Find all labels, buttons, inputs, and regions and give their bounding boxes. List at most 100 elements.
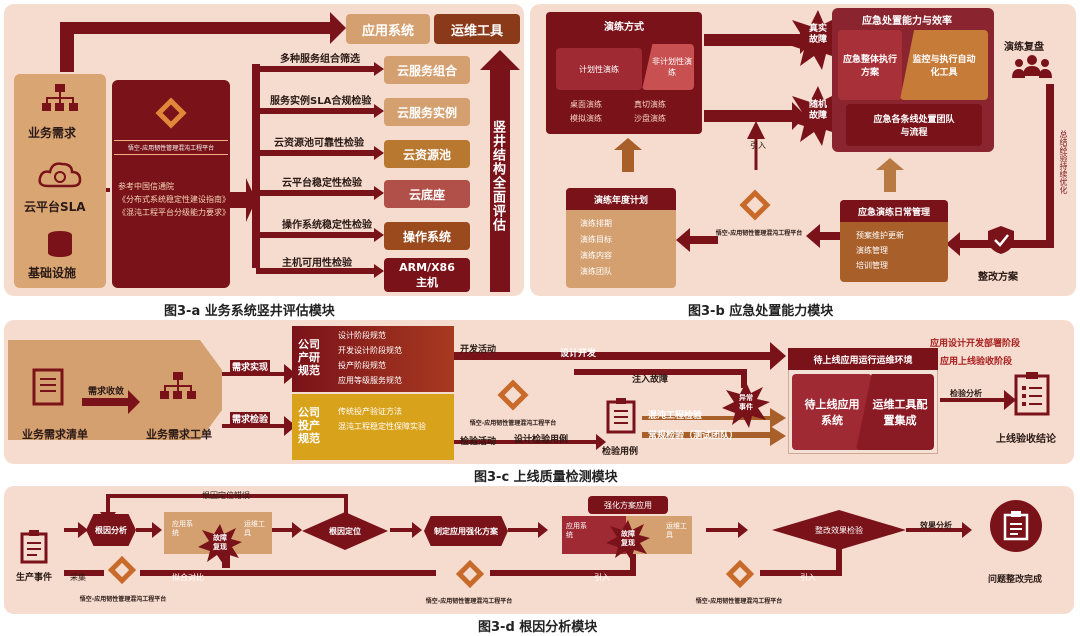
daily-items: 预案维护更新 演练管理 培训管理 xyxy=(856,228,904,273)
target-box: 云资源池 xyxy=(384,140,470,168)
caption-b: 图3-b 应急处置能力模块 xyxy=(688,304,834,319)
inject-label-d3: 引入 xyxy=(800,573,816,582)
review-label: 演练复盘 xyxy=(1004,42,1044,53)
side-text: 总结经验持续优化 xyxy=(1059,130,1068,194)
drill-kind: 模拟演练 xyxy=(570,114,602,123)
ref-item: 《分布式系统稳定性建设指南》 xyxy=(118,195,230,204)
req-check-label: 需求检验 xyxy=(230,412,271,425)
check-label: 操作系统稳定性检验 xyxy=(282,220,372,231)
checklist-icon xyxy=(1003,511,1029,541)
design-cases-label: 设计检验用例 xyxy=(514,435,569,445)
left-item-cloud-sla: 云平台SLA xyxy=(24,200,86,214)
plan-type-unplanned: 非计划性演练 xyxy=(642,44,694,90)
people-icon xyxy=(1012,54,1052,80)
ops-spec-item: 传统投产验证方法 xyxy=(338,407,402,416)
check-label: 多种服务组合筛选 xyxy=(280,54,360,65)
dev-spec-box xyxy=(292,326,454,392)
done-circle xyxy=(990,500,1042,552)
harden-apply-box: 强化方案应用 xyxy=(588,496,668,514)
req-ticket-label: 业务需求工单 xyxy=(146,428,212,441)
root-analysis-hex: 根因分析 xyxy=(86,514,136,546)
drill-kind: 桌面演练 xyxy=(570,100,602,109)
ops-spec-title: 公司投产规范 xyxy=(298,406,320,445)
fault-burst-d2 xyxy=(606,520,650,560)
dev-spec-items: 设计阶段规范 开发设计阶段规范 投产阶段规范 应用等级服务规范 xyxy=(338,328,402,388)
abnormal-label: 异常事件 xyxy=(739,394,753,411)
drill-kind: 沙盘演练 xyxy=(634,114,666,123)
database-icon xyxy=(46,230,74,258)
target-box: 云服务组合 xyxy=(384,56,470,84)
design-dev-label: 设计开发 xyxy=(560,349,597,359)
caption-a: 图3-a 业务系统竖井评估模块 xyxy=(164,304,335,319)
collect-label: 采集 xyxy=(70,573,86,582)
annual-item: 演练目标 xyxy=(580,235,612,244)
req-impl-label: 需求实现 xyxy=(230,360,271,373)
check-label: 主机可用性检验 xyxy=(282,258,352,269)
ref-item: 参考中国信通院 xyxy=(118,182,174,191)
refs-list: 参考中国信通院 《分布式系统稳定性建设指南》 《混沌工程平台分级能力要求》 xyxy=(118,180,230,219)
platform-logo-d1 xyxy=(107,555,137,585)
test-cases-label: 检验用例 xyxy=(602,447,639,457)
chaos-check-label: 混沌工程检验 xyxy=(648,411,703,421)
ops-tool-label-d1: 运维工具 xyxy=(244,520,265,537)
app-system-label-d2: 应用系统 xyxy=(566,522,587,539)
platform-title-d1: 悟空-应用韧性管理混沌工程平台 xyxy=(79,596,167,603)
annual-item: 演练排期 xyxy=(580,219,612,228)
ops-spec-box xyxy=(292,394,454,460)
app-system-box: 应用系统 xyxy=(346,14,430,44)
ops-spec-item: 混沌工程稳定性保障实验 xyxy=(338,422,426,431)
check-label: 云平台稳定性检验 xyxy=(282,178,362,189)
clipboard-icon xyxy=(606,398,636,434)
fix-plan-label: 整改方案 xyxy=(978,272,1018,283)
drill-kind: 真切演练 xyxy=(634,100,666,109)
ref-item: 《混沌工程平台分级能力要求》 xyxy=(118,208,230,217)
app-ops-box-2-left xyxy=(562,516,626,554)
compare-label: 拟合对比 xyxy=(172,573,204,582)
conclusion-label: 上线验收结论 xyxy=(996,434,1056,445)
env-title: 待上线应用运行运维环境 xyxy=(788,348,938,370)
target-box: 云底座 xyxy=(384,180,470,208)
test-activity-label: 检验活动 xyxy=(460,437,497,447)
target-box: 操作系统 xyxy=(384,222,470,250)
ops-tool-label-d2: 运维工具 xyxy=(666,522,687,539)
stage1-label: 应用设计开发部署阶段 xyxy=(930,339,1021,349)
platform-logo-d3 xyxy=(725,559,755,589)
caption-c: 图3-c 上线质量检测模块 xyxy=(474,470,618,485)
hierarchy-icon-c xyxy=(160,372,196,402)
fault-burst-d1 xyxy=(198,524,242,564)
caption-d: 图3-d 根因分析模块 xyxy=(478,620,598,635)
ops-tool-box: 运维工具 xyxy=(434,14,520,44)
dev-spec-title: 公司产研规范 xyxy=(298,338,320,377)
fault-repro-label-d2: 故障复现 xyxy=(621,530,635,547)
analysis-label: 检验分析 xyxy=(950,389,982,398)
ability-item-plan: 应急整体执行方案 xyxy=(838,30,902,100)
req-collect-label: 需求收敛 xyxy=(88,387,125,397)
daily-title: 应急演练日常管理 xyxy=(840,200,948,222)
prod-event-icon xyxy=(20,530,48,564)
daily-item: 预案维护更新 xyxy=(856,231,904,240)
inject-fault-label: 注入故障 xyxy=(632,375,669,385)
annual-items: 演练排期 演练目标 演练内容 演练团队 xyxy=(580,216,612,280)
drill-mode-title: 演练方式 xyxy=(604,22,644,33)
shield-icon xyxy=(988,226,1014,254)
annual-item: 演练团队 xyxy=(580,267,612,276)
dev-activity-label: 开发活动 xyxy=(460,345,497,355)
prod-event-label: 生产事件 xyxy=(16,573,53,583)
random-fault-label: 随机故障 xyxy=(808,100,827,121)
locate-error-label: 根因定位错误 xyxy=(202,491,250,500)
ops-tool-config-box: 运维工具配置集成 xyxy=(856,374,934,450)
abnormal-burst xyxy=(722,382,770,428)
platform-title-d3: 悟空-应用韧性管理混沌工程平台 xyxy=(695,598,783,605)
ability-item-team: 应急各条线处置团队与流程 xyxy=(846,104,982,146)
make-plan-box: 制定应用强化方案 xyxy=(424,516,508,546)
annual-item: 演练内容 xyxy=(580,251,612,260)
done-label: 问题整改完成 xyxy=(988,575,1043,585)
platform-title-b: 悟空-应用韧性管理混沌工程平台 xyxy=(715,230,803,237)
cloud-icon xyxy=(38,160,82,188)
inject-label-b: 引入 xyxy=(750,141,766,150)
ops-spec-items: 传统投产验证方法 混沌工程稳定性保障实验 xyxy=(338,404,450,434)
target-box: ARM/X86 主机 xyxy=(384,258,470,292)
app-system-label-d1: 应用系统 xyxy=(172,520,193,537)
